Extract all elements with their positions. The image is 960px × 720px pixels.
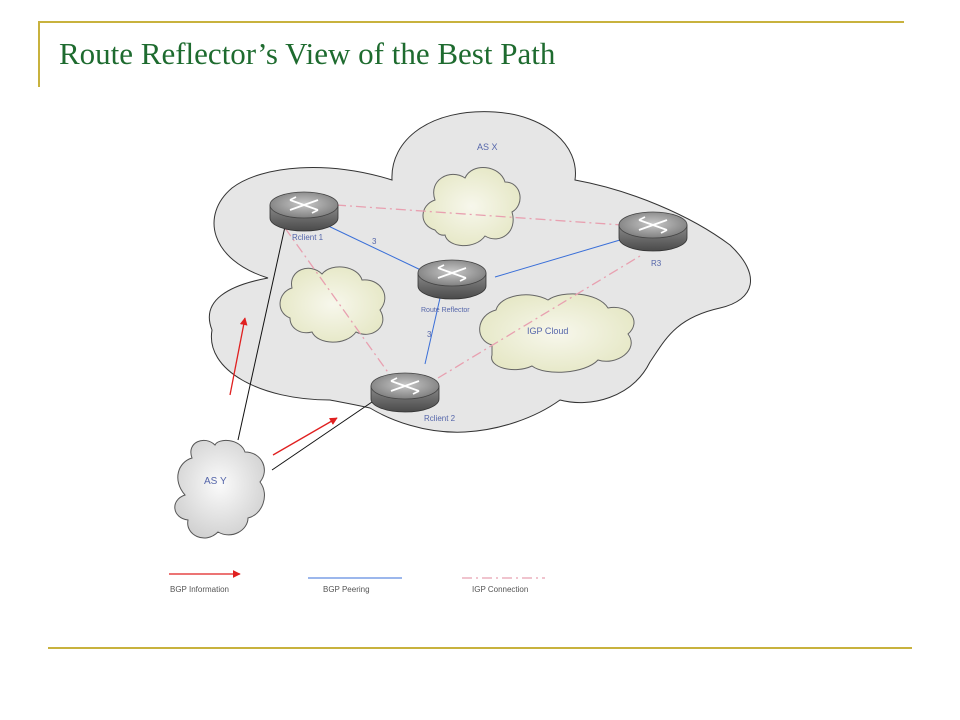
frame-top-rule bbox=[40, 21, 904, 23]
bgp-peer-rr-rc2 bbox=[424, 297, 441, 365]
ebgp-link-asy-rc2 bbox=[271, 401, 373, 471]
router-rclient2 bbox=[370, 372, 440, 413]
router-route-reflector bbox=[417, 259, 487, 300]
bgp-peer-rc1-rr bbox=[321, 222, 426, 273]
frame-bottom-rule bbox=[48, 647, 912, 649]
igp-cloud-main bbox=[479, 293, 635, 373]
as-y-cloud bbox=[174, 439, 265, 539]
bgp-peer-rr-r3 bbox=[494, 239, 621, 278]
frame-left-rule bbox=[38, 21, 40, 87]
igp-cloud-top bbox=[422, 167, 521, 247]
router-rclient2-label: Rclient 2 bbox=[424, 414, 456, 423]
router-r3 bbox=[618, 211, 688, 252]
legend-bgp-information-label: BGP Information bbox=[170, 585, 229, 594]
router-rclient1-label: Rclient 1 bbox=[292, 233, 324, 242]
as-x-label: AS X bbox=[477, 142, 498, 152]
bgp-info-arrow-to-rc1 bbox=[229, 317, 248, 396]
legend: BGP Information BGP Peering IGP Connecti… bbox=[169, 570, 545, 594]
bgp-info-arrow-to-rc2 bbox=[272, 417, 338, 456]
router-rclient1 bbox=[269, 191, 339, 232]
link-cost-rr-rc2: 3 bbox=[427, 330, 432, 339]
igp-cloud-left bbox=[279, 266, 386, 343]
slide-title: Route Reflector’s View of the Best Path bbox=[59, 36, 556, 71]
ebgp-link-asy-rc1 bbox=[237, 221, 287, 441]
link-cost-rc1-rr: 3 bbox=[372, 237, 377, 246]
router-route-reflector-label: Route Reflector bbox=[421, 307, 470, 314]
as-y-label: AS Y bbox=[204, 476, 227, 487]
legend-igp-connection-label: IGP Connection bbox=[472, 585, 528, 594]
legend-bgp-peering-label: BGP Peering bbox=[323, 585, 370, 594]
igp-link-rc1-r3 bbox=[335, 204, 623, 226]
igp-cloud-label: IGP Cloud bbox=[527, 326, 568, 336]
router-r3-label: R3 bbox=[651, 259, 662, 268]
